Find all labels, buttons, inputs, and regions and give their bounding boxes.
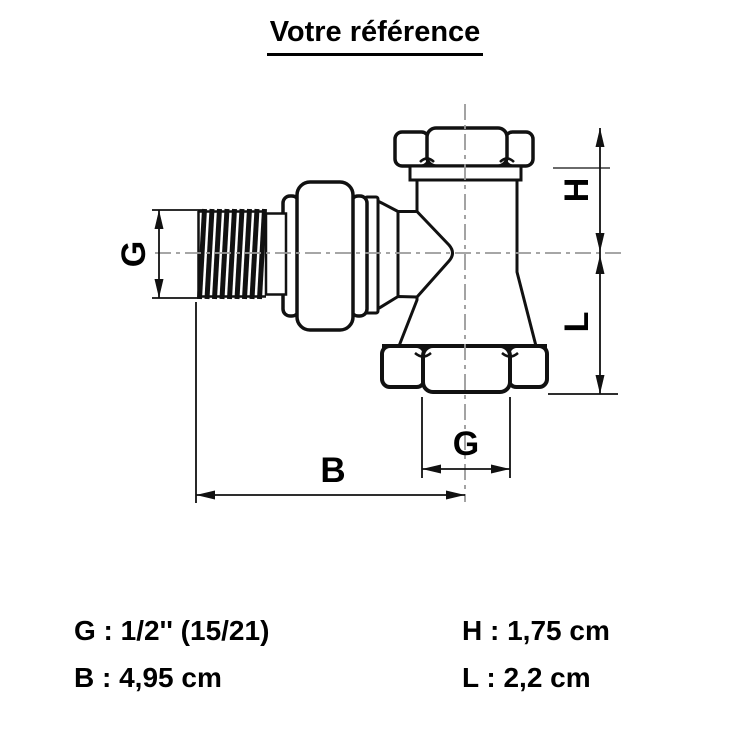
dimension-g-left bbox=[152, 209, 202, 299]
top-hex-nut bbox=[393, 126, 535, 168]
spec-l: L : 2,2 cm bbox=[462, 662, 591, 693]
thread-collar bbox=[264, 212, 288, 296]
centerlines bbox=[155, 104, 622, 502]
dimension-label-g-bottom: G bbox=[453, 425, 479, 463]
dimension-label-b: B bbox=[320, 451, 345, 490]
male-thread-section bbox=[197, 208, 288, 300]
union-hex-nut bbox=[281, 180, 369, 332]
dimension-h-l bbox=[548, 128, 618, 395]
dimension-label-l: L bbox=[558, 312, 596, 333]
spec-b: B : 4,95 cm bbox=[74, 662, 222, 693]
dimension-b bbox=[195, 302, 465, 503]
dimension-g-bottom bbox=[421, 397, 511, 478]
dimension-label-g-left: G bbox=[115, 241, 153, 267]
spec-h: H : 1,75 cm bbox=[462, 615, 610, 646]
bottom-hex-nut bbox=[380, 344, 549, 394]
dimension-label-h: H bbox=[558, 178, 596, 203]
valve-cone-nose bbox=[374, 198, 454, 312]
page-title: Votre référence bbox=[0, 16, 750, 57]
spec-g: G : 1/2'' (15/21) bbox=[74, 615, 270, 646]
page-title-text: Votre référence bbox=[266, 16, 484, 57]
